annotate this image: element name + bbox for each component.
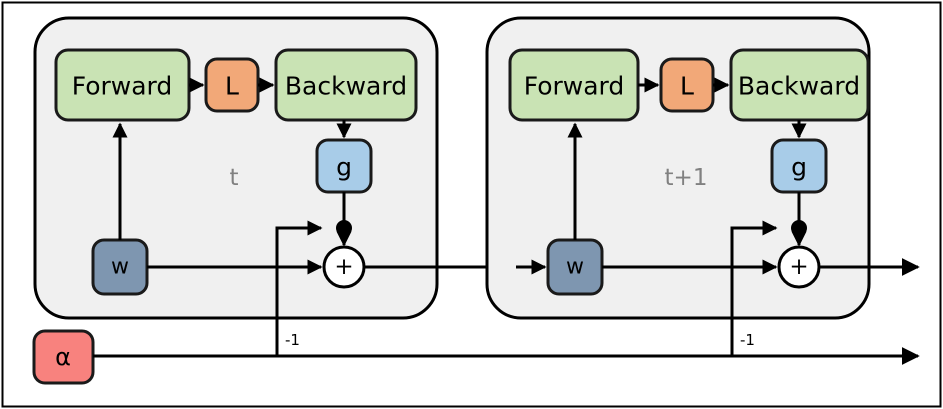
backward-box-t[interactable]	[274, 48, 418, 122]
backward-label-t: Backward	[285, 72, 407, 101]
sum-label-t-plus-1: +	[789, 254, 808, 280]
scale-label-t: -1	[285, 331, 300, 349]
loss-label-t: L	[225, 72, 239, 101]
step-group-t: t Forward L Backward g w +	[33, 16, 516, 320]
weight-label-t-plus-1: w	[566, 255, 584, 280]
step-t-plus-1-label: t+1	[665, 165, 708, 191]
learning-rate-label: α	[55, 343, 71, 371]
step-group-t-plus-1: t+1 Forward L Backward g w +	[485, 16, 920, 320]
gradient-label-t: g	[336, 153, 352, 182]
learning-rate-bus: α -1 -1	[32, 220, 920, 385]
backward-label-t-plus-1: Backward	[738, 72, 860, 101]
gradient-label-t-plus-1: g	[791, 153, 807, 182]
step-t-label: t	[229, 165, 238, 191]
wire-alpha-branch-t	[275, 220, 323, 356]
forward-label-t: Forward	[72, 72, 173, 101]
forward-label-t-plus-1: Forward	[524, 72, 625, 101]
sum-label-t: +	[334, 254, 353, 280]
scale-label-t-plus-1: -1	[740, 331, 755, 349]
weight-label-t: w	[111, 255, 129, 280]
loss-label-t-plus-1: L	[680, 72, 694, 101]
wire-alpha-branch-t-plus-1	[730, 220, 778, 356]
